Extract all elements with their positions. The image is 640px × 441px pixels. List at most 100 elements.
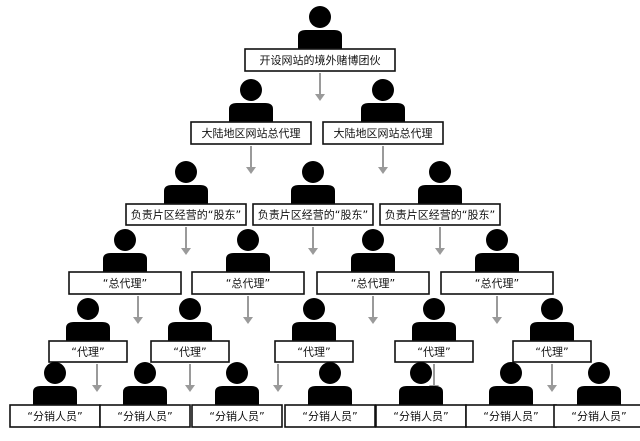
role-node: “总代理” bbox=[316, 271, 430, 295]
role-label: “总代理” bbox=[475, 276, 519, 290]
arrow-head bbox=[368, 317, 378, 324]
person-icon bbox=[308, 362, 352, 405]
role-box bbox=[191, 271, 305, 295]
arrow-head bbox=[378, 167, 388, 174]
person-head bbox=[237, 229, 259, 251]
arrow-head bbox=[181, 248, 191, 255]
person-head bbox=[77, 298, 99, 320]
down-arrow-icon bbox=[435, 227, 445, 255]
role-label: “代理” bbox=[417, 346, 450, 359]
person-icon bbox=[298, 6, 342, 49]
arrow-head bbox=[92, 385, 102, 392]
role-node: 负责片区经营的“股东” bbox=[125, 203, 247, 226]
person-head bbox=[319, 362, 341, 384]
arrow-head bbox=[185, 385, 195, 392]
person-body bbox=[308, 386, 352, 405]
person-icon bbox=[475, 229, 519, 272]
role-label: 大陆地区网站总代理 bbox=[334, 126, 433, 140]
role-box bbox=[512, 340, 592, 363]
role-node: 开设网站的境外赌博团伙 bbox=[244, 48, 396, 72]
role-label: “分销人员” bbox=[393, 409, 448, 423]
down-arrow-icon bbox=[308, 227, 318, 255]
role-node: “分销人员” bbox=[191, 404, 283, 428]
person-icon bbox=[418, 161, 462, 204]
role-box bbox=[316, 271, 430, 295]
person-body bbox=[412, 322, 456, 341]
role-box bbox=[99, 404, 191, 428]
role-box bbox=[379, 203, 501, 226]
role-node: “代理” bbox=[394, 340, 474, 363]
person-icon bbox=[530, 298, 574, 341]
person-head bbox=[429, 161, 451, 183]
person-head bbox=[541, 298, 563, 320]
person-body bbox=[475, 253, 519, 272]
role-label: “代理” bbox=[173, 346, 206, 359]
person-head bbox=[588, 362, 610, 384]
role-node: “代理” bbox=[512, 340, 592, 363]
person-head bbox=[309, 6, 331, 28]
person-body bbox=[164, 185, 208, 204]
person-icon bbox=[399, 362, 443, 405]
person-head bbox=[114, 229, 136, 251]
arrow-head bbox=[308, 248, 318, 255]
role-label: 大陆地区网站总代理 bbox=[202, 126, 301, 140]
person-body bbox=[103, 253, 147, 272]
person-head bbox=[175, 161, 197, 183]
role-label: “分销人员” bbox=[302, 409, 357, 423]
role-box bbox=[48, 340, 128, 363]
role-box bbox=[274, 340, 354, 363]
person-icon bbox=[66, 298, 110, 341]
role-node: 大陆地区网站总代理 bbox=[190, 121, 312, 145]
person-icon bbox=[577, 362, 621, 405]
person-head bbox=[302, 161, 324, 183]
down-arrow-icon bbox=[378, 146, 388, 174]
person-head bbox=[303, 298, 325, 320]
person-head bbox=[362, 229, 384, 251]
role-node: “代理” bbox=[48, 340, 128, 363]
role-box bbox=[284, 404, 376, 428]
role-box bbox=[190, 121, 312, 145]
role-node: “总代理” bbox=[440, 271, 554, 295]
role-box bbox=[252, 203, 374, 226]
person-body bbox=[33, 386, 77, 405]
role-node: “分销人员” bbox=[284, 404, 376, 428]
role-box bbox=[68, 271, 182, 295]
person-icon bbox=[123, 362, 167, 405]
person-icon bbox=[361, 79, 405, 122]
person-body bbox=[399, 386, 443, 405]
person-head bbox=[410, 362, 432, 384]
role-node: 负责片区经营的“股东” bbox=[252, 203, 374, 226]
role-node: 负责片区经营的“股东” bbox=[379, 203, 501, 226]
role-label: “分销人员” bbox=[483, 409, 538, 423]
role-box bbox=[125, 203, 247, 226]
person-icon bbox=[33, 362, 77, 405]
person-head bbox=[44, 362, 66, 384]
role-label: “总代理” bbox=[226, 276, 270, 290]
role-box bbox=[394, 340, 474, 363]
person-body bbox=[361, 103, 405, 122]
role-node: “代理” bbox=[274, 340, 354, 363]
role-node: “分销人员” bbox=[553, 404, 640, 428]
role-node: “分销人员” bbox=[375, 404, 467, 428]
person-body bbox=[123, 386, 167, 405]
person-icon bbox=[291, 161, 335, 204]
down-arrow-icon bbox=[92, 364, 102, 392]
person-icon bbox=[412, 298, 456, 341]
role-node: “总代理” bbox=[68, 271, 182, 295]
role-node: “分销人员” bbox=[465, 404, 557, 428]
role-label: “分销人员” bbox=[117, 409, 172, 423]
arrow-head bbox=[243, 317, 253, 324]
role-box bbox=[150, 340, 230, 363]
down-arrow-icon bbox=[273, 364, 283, 392]
arrow-head bbox=[246, 167, 256, 174]
role-node: “分销人员” bbox=[99, 404, 191, 428]
person-body bbox=[226, 253, 270, 272]
role-label: “分销人员” bbox=[209, 409, 264, 423]
person-icon bbox=[103, 229, 147, 272]
person-body bbox=[168, 322, 212, 341]
role-label: “分销人员” bbox=[27, 409, 82, 423]
role-box bbox=[191, 404, 283, 428]
role-label: “总代理” bbox=[103, 276, 147, 290]
person-head bbox=[226, 362, 248, 384]
person-icon bbox=[164, 161, 208, 204]
